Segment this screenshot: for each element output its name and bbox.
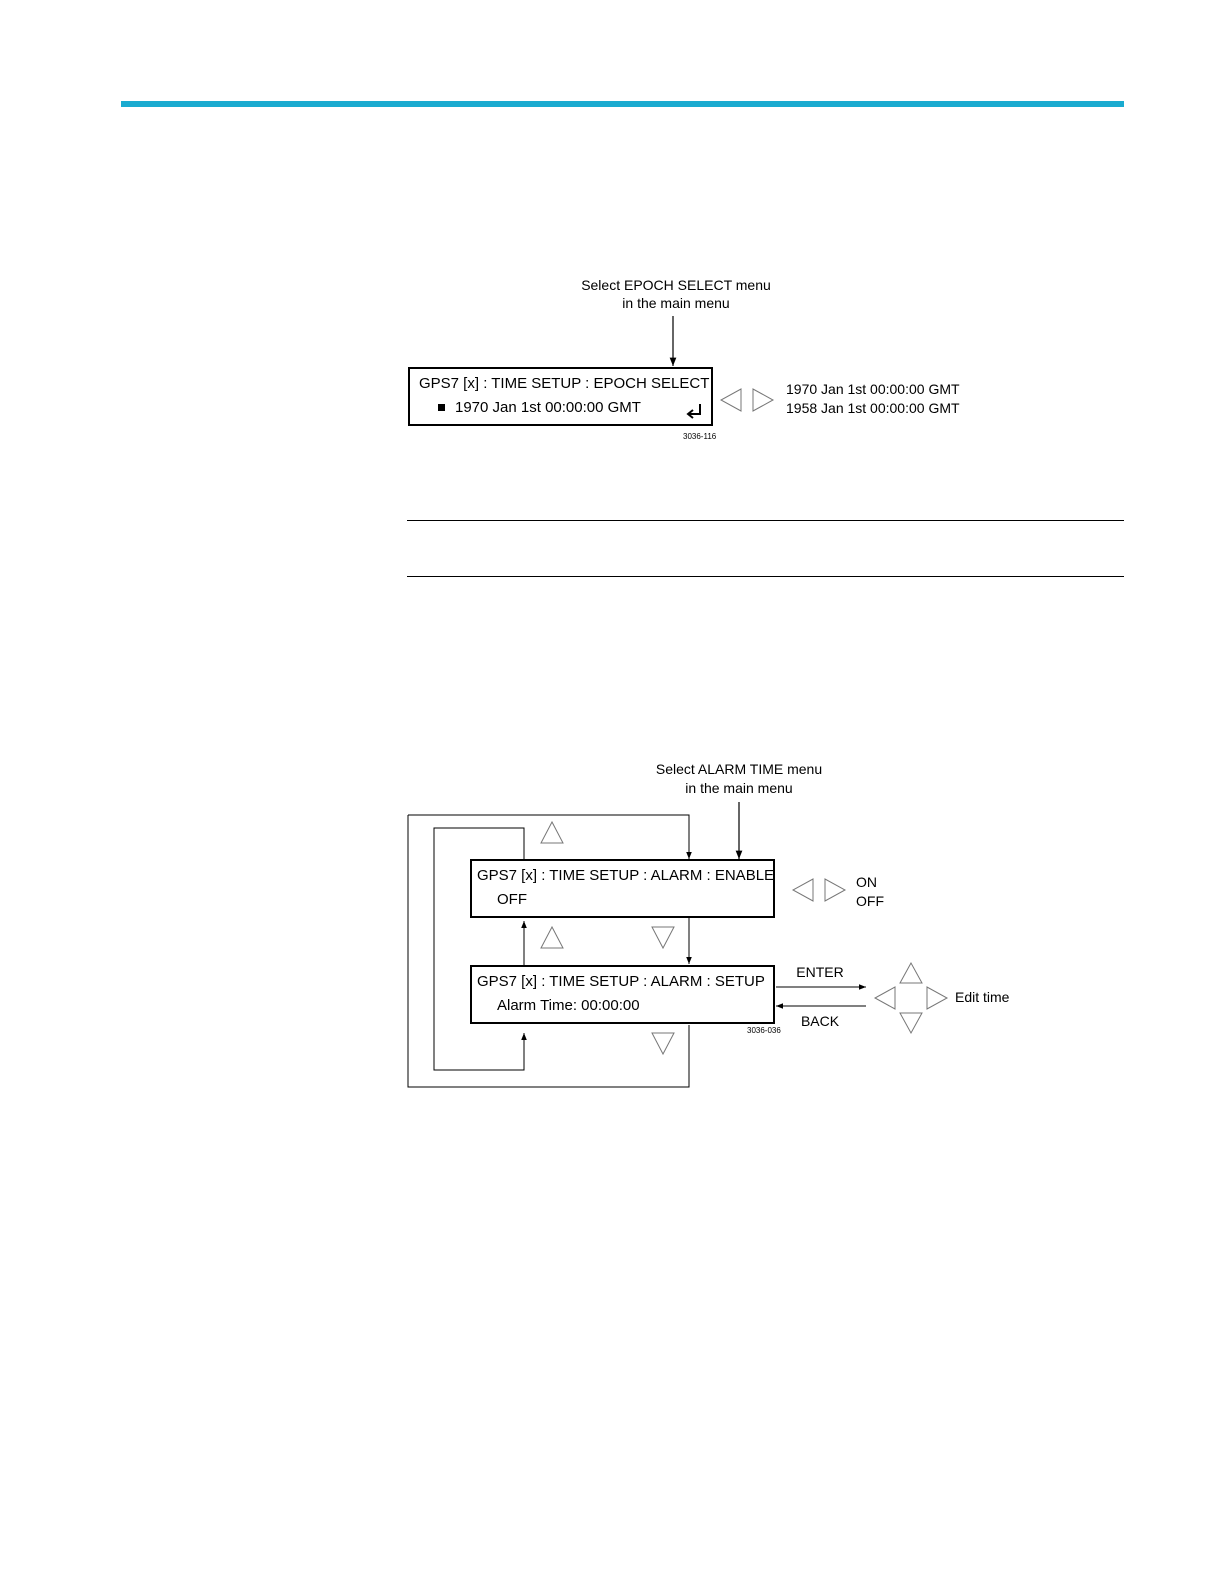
epoch-option-1958: 1958 Jan 1st 00:00:00 GMT [786, 400, 960, 416]
left-arrow-icon[interactable] [873, 986, 896, 1010]
enable-option-off: OFF [856, 893, 884, 909]
alarm-setup-title: GPS7 [x] : TIME SETUP : ALARM : SETUP [477, 973, 765, 990]
figure-id: 3036-116 [683, 432, 717, 441]
header-rule [121, 101, 1124, 107]
epoch-lcd-value: 1970 Jan 1st 00:00:00 GMT [455, 399, 641, 416]
alarm-time-diagram: Select ALARM TIME menu in the main menu … [407, 761, 1010, 1088]
note-rule-bottom [407, 576, 1124, 577]
enter-return-icon [689, 404, 701, 415]
back-label: BACK [801, 1013, 840, 1029]
note-rule-top [407, 520, 1124, 521]
inner-loop-line [433, 827, 527, 1071]
outer-loop-line [408, 814, 692, 859]
up-arrow-icon[interactable] [540, 925, 564, 949]
down-arrow-icon[interactable] [899, 1012, 923, 1035]
enable-option-on: ON [856, 874, 877, 890]
left-arrow-icon[interactable] [719, 388, 742, 412]
alarm-enable-value: OFF [497, 891, 527, 908]
epoch-callout-line1: Select EPOCH SELECT menu [581, 277, 771, 293]
figure-id: 3036-036 [747, 1026, 781, 1035]
epoch-lcd-title: GPS7 [x] : TIME SETUP : EPOCH SELECT [419, 375, 709, 392]
epoch-callout-line2: in the main menu [622, 295, 729, 311]
epoch-lcd-display [408, 367, 713, 426]
square-bullet-icon [438, 404, 445, 411]
epoch-select-diagram: Select EPOCH SELECT menu in the main men… [408, 277, 960, 441]
alarm-enable-title: GPS7 [x] : TIME SETUP : ALARM : ENABLE [477, 867, 774, 884]
right-arrow-icon[interactable] [926, 986, 949, 1010]
right-arrow-icon[interactable] [752, 388, 775, 412]
alarm-setup-lcd [470, 965, 775, 1024]
down-arrow-icon[interactable] [651, 1032, 675, 1056]
edit-time-label: Edit time [955, 989, 1010, 1005]
enter-label: ENTER [796, 964, 843, 980]
alarm-enable-lcd [470, 859, 775, 918]
alarm-setup-value: Alarm Time: 00:00:00 [497, 997, 640, 1014]
down-arrow-icon[interactable] [651, 926, 675, 950]
left-arrow-icon[interactable] [791, 878, 814, 902]
up-arrow-icon[interactable] [540, 820, 564, 844]
alarm-callout-line2: in the main menu [685, 780, 792, 796]
alarm-callout-line1: Select ALARM TIME menu [656, 761, 822, 777]
up-arrow-icon[interactable] [899, 961, 923, 984]
right-arrow-icon[interactable] [824, 878, 847, 902]
epoch-option-1970: 1970 Jan 1st 00:00:00 GMT [786, 381, 960, 397]
